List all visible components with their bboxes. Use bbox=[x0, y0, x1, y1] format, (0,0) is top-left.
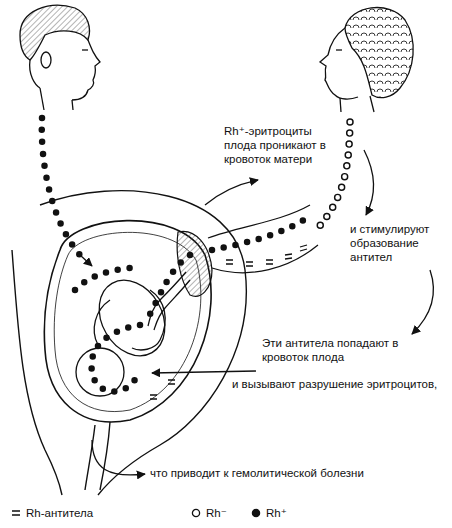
annotation-label: и стимулируют образование антител bbox=[350, 222, 446, 264]
legend-text: Rh⁺ bbox=[266, 506, 287, 520]
rh-negative-circles bbox=[318, 122, 350, 228]
antibody-marks bbox=[150, 245, 307, 399]
mother-head bbox=[320, 8, 413, 112]
maternal-vessel bbox=[208, 205, 318, 273]
legend-item: Rh-антитела bbox=[10, 506, 93, 520]
fetus bbox=[76, 268, 190, 396]
annotation-arrows bbox=[92, 150, 433, 475]
uterus bbox=[44, 221, 211, 422]
annotation-label: Rh⁺-эритроциты плода проникают в кровото… bbox=[224, 124, 334, 166]
legend-item: Rh⁺ bbox=[250, 506, 287, 520]
father-head bbox=[20, 5, 100, 110]
legend-item: Rh⁻ bbox=[190, 506, 227, 520]
legend-text: Rh⁻ bbox=[206, 506, 227, 520]
annotation-label: что приводит к гемолитической болезни bbox=[150, 466, 446, 480]
legend-text: Rh-антитела bbox=[26, 506, 93, 520]
legend-sample bbox=[10, 507, 22, 519]
legend-sample bbox=[190, 507, 202, 519]
annotation-label: и вызывают разрушение эритроцитов, bbox=[232, 377, 448, 391]
legend-sample bbox=[250, 507, 262, 519]
annotation-label: Эти антитела попадают в кровоток плода bbox=[262, 336, 422, 364]
entry-arrow bbox=[80, 255, 92, 266]
